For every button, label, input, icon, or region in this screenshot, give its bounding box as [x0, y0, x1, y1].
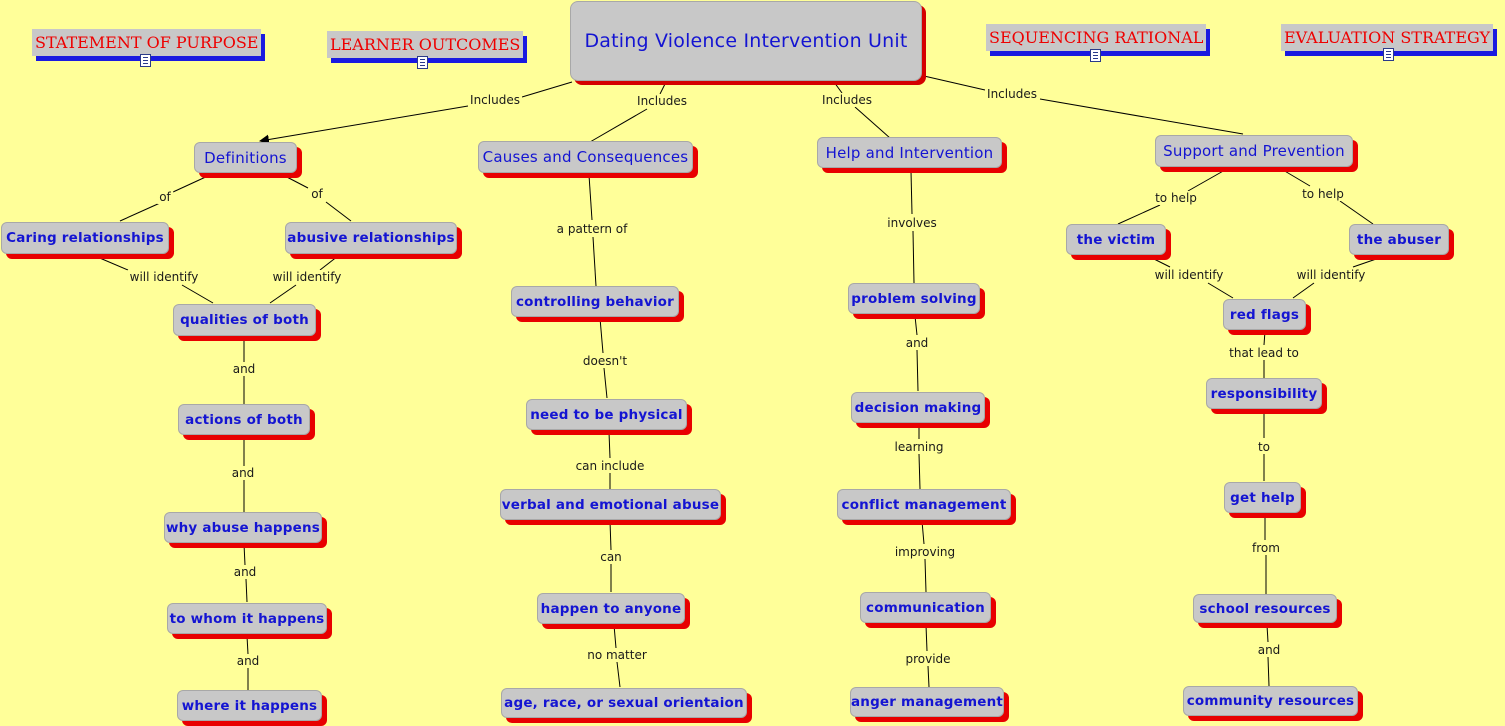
- document-icon[interactable]: [1383, 48, 1394, 61]
- happen-to-anyone-node[interactable]: happen to anyone: [537, 593, 685, 624]
- link-label: involves: [885, 216, 939, 230]
- statement-of-purpose-link[interactable]: STATEMENT OF PURPOSE: [32, 29, 262, 56]
- link-label: and: [234, 654, 262, 668]
- definitions-node[interactable]: Definitions: [194, 142, 297, 173]
- to-whom-node[interactable]: to whom it happens: [167, 603, 327, 634]
- communication-node[interactable]: communication: [860, 592, 991, 623]
- link-label: that lead to: [1227, 346, 1301, 360]
- link-label: from: [1250, 541, 1282, 555]
- where-it-happens-node[interactable]: where it happens: [177, 690, 322, 721]
- document-icon[interactable]: [1090, 49, 1101, 62]
- help-intervention-node[interactable]: Help and Intervention: [817, 137, 1002, 168]
- link-label: Includes: [820, 93, 874, 107]
- actions-of-both-node[interactable]: actions of both: [178, 404, 310, 435]
- document-icon[interactable]: [417, 56, 428, 69]
- link-label: Includes: [468, 93, 522, 107]
- link-label: improving: [892, 545, 958, 559]
- link-label: a pattern of: [554, 222, 630, 236]
- school-resources-node[interactable]: school resources: [1193, 594, 1337, 623]
- need-physical-node[interactable]: need to be physical: [526, 399, 687, 430]
- link-label: Includes: [985, 87, 1039, 101]
- link-label: learning: [892, 440, 946, 454]
- controlling-behavior-node[interactable]: controlling behavior: [511, 286, 679, 317]
- why-abuse-happens-node[interactable]: why abuse happens: [164, 512, 322, 543]
- link-label: to help: [1153, 191, 1199, 205]
- link-label: of: [309, 187, 325, 201]
- link-label: and: [231, 565, 259, 579]
- responsibility-node[interactable]: responsibility: [1206, 378, 1322, 409]
- causes-consequences-node[interactable]: Causes and Consequences: [478, 141, 693, 173]
- link-label: of: [157, 190, 173, 204]
- red-flags-node[interactable]: red flags: [1223, 299, 1306, 330]
- problem-solving-node[interactable]: problem solving: [848, 283, 980, 314]
- main-topic-node[interactable]: Dating Violence Intervention Unit: [570, 1, 922, 81]
- link-label: can: [598, 550, 624, 564]
- link-label: will identify: [127, 270, 201, 284]
- verbal-emotional-node[interactable]: verbal and emotional abuse: [500, 489, 721, 520]
- link-label: Includes: [635, 94, 689, 108]
- document-icon[interactable]: [140, 54, 151, 67]
- link-label: will identify: [270, 270, 344, 284]
- decision-making-node[interactable]: decision making: [851, 392, 985, 423]
- caring-relationships-node[interactable]: Caring relationships: [1, 222, 169, 254]
- abusive-relationships-node[interactable]: abusive relationships: [285, 222, 457, 254]
- anger-management-node[interactable]: anger management: [850, 687, 1004, 717]
- link-label: will identify: [1152, 268, 1226, 282]
- age-race-node[interactable]: age, race, or sexual orientaion: [501, 688, 747, 718]
- link-label: and: [230, 362, 258, 376]
- link-label: no matter: [585, 648, 649, 662]
- link-label: and: [903, 336, 931, 350]
- link-label: can include: [573, 459, 647, 473]
- the-abuser-node[interactable]: the abuser: [1349, 224, 1449, 255]
- qualities-of-both-node[interactable]: qualities of both: [173, 304, 316, 336]
- link-label: to help: [1300, 187, 1346, 201]
- link-label: provide: [903, 652, 953, 666]
- link-label: will identify: [1294, 268, 1368, 282]
- link-label: doesn't: [580, 354, 630, 368]
- learner-outcomes-link[interactable]: LEARNER OUTCOMES: [327, 31, 524, 58]
- link-label: and: [1255, 643, 1283, 657]
- support-prevention-node[interactable]: Support and Prevention: [1155, 135, 1353, 167]
- link-label: and: [229, 466, 257, 480]
- community-resources-node[interactable]: community resources: [1183, 686, 1358, 716]
- get-help-node[interactable]: get help: [1224, 482, 1301, 513]
- the-victim-node[interactable]: the victim: [1066, 224, 1166, 255]
- conflict-management-node[interactable]: conflict management: [837, 489, 1011, 520]
- sequencing-rational-link[interactable]: SEQUENCING RATIONAL: [986, 24, 1207, 51]
- evaluation-strategy-link[interactable]: EVALUATION STRATEGY: [1281, 24, 1494, 51]
- link-label: to: [1255, 440, 1273, 454]
